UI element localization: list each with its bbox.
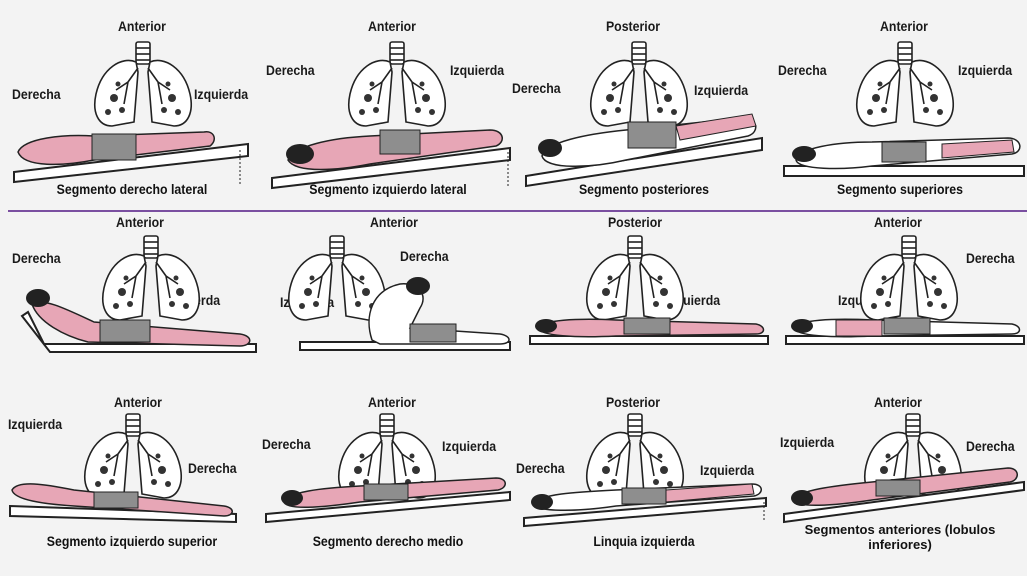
position-caption: Segmentos anteriores (lobulos inferiores… <box>800 522 1000 552</box>
patient-clothing <box>364 484 408 500</box>
patient-head <box>792 146 816 162</box>
position-caption: Segmento posteriores <box>531 182 756 197</box>
patient-head <box>538 139 562 157</box>
patient-head <box>791 319 813 333</box>
position-panel-row2-2: Anterior Derecha Izquierda <box>260 212 516 400</box>
patient-clothing <box>94 492 138 508</box>
position-panel-segmento-posteriores: Posterior Derecha Izquierda Segmento pos… <box>516 10 772 198</box>
patient-position-illustration <box>516 10 772 198</box>
patient-head <box>531 494 553 510</box>
patient-clothing <box>410 324 456 342</box>
patient-clothing <box>628 122 676 148</box>
position-caption: Linquia izquierda <box>531 534 756 549</box>
patient-head <box>406 277 430 295</box>
position-panel-row2-3: Posterior Izquierda <box>516 212 772 400</box>
patient-position-illustration <box>260 212 516 400</box>
patient-clothing <box>92 134 136 160</box>
patient-position-illustration <box>516 212 772 400</box>
position-panel-segmento-superiores: Anterior Derecha Izquierda Segmento supe… <box>772 10 1027 198</box>
position-panel-segmento-izquierdo-lateral: Anterior Derecha Izquierda Segmento izqu… <box>260 10 516 198</box>
position-panel-segmento-derecho-lateral: Anterior Derecha Izquierda Segmento dere… <box>4 10 260 198</box>
patient-head <box>286 144 314 164</box>
patient-clothing <box>876 480 920 496</box>
position-panel-segmentos-anteriores: Anterior Derecha Izquierda Segmentos ant… <box>772 388 1027 576</box>
patient-clothing <box>624 318 670 334</box>
position-panel-linquia-izquierda: Posterior Derecha Izquierda Linquia izqu… <box>516 388 772 576</box>
position-caption: Segmento izquierdo superior <box>19 534 244 549</box>
patient-clothing <box>380 130 420 154</box>
patient-clothing <box>622 488 666 504</box>
flat-table <box>530 336 768 344</box>
position-caption: Segmento derecho lateral <box>19 182 244 197</box>
patient-head <box>535 319 557 333</box>
patient-head <box>281 490 303 506</box>
position-caption: Segmento izquierdo lateral <box>275 182 500 197</box>
flat-table <box>786 336 1024 344</box>
position-caption: Segmento derecho medio <box>275 534 500 549</box>
patient-head <box>791 490 813 506</box>
patient-clothing <box>884 318 930 334</box>
patient-clothing <box>882 142 926 162</box>
patient-position-illustration <box>772 10 1027 198</box>
patient-clothing <box>100 320 150 342</box>
patient-torso <box>836 320 882 336</box>
position-panel-segmento-izquierdo-superior: Anterior Derecha Izquierda Segmento izqu… <box>4 388 260 576</box>
position-panel-segmento-derecho-medio: Anterior Derecha Izquierda Segmento dere… <box>260 388 516 576</box>
position-panel-row2-4: Anterior Derecha Izquierda <box>772 212 1027 400</box>
position-caption: Segmento superiores <box>787 182 1012 197</box>
patient-head <box>26 289 50 307</box>
position-panel-row2-1: Anterior Derecha Izquierda <box>4 212 260 400</box>
patient-position-illustration <box>260 10 516 198</box>
patient-position-illustration <box>4 10 260 198</box>
patient-position-illustration <box>772 212 1027 400</box>
patient-position-illustration <box>4 212 260 400</box>
